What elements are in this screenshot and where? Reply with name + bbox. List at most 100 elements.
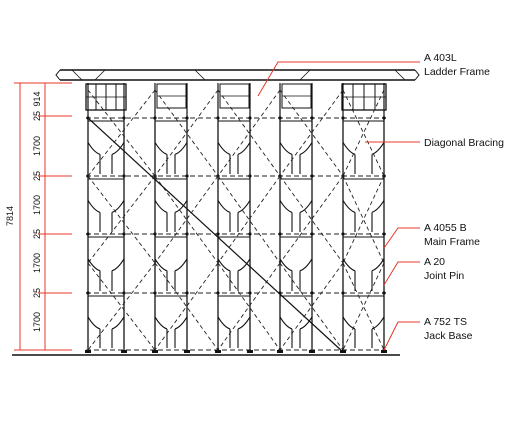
leader-jack-base [383, 321, 420, 351]
main-frame [154, 236, 188, 291]
jack-base [215, 350, 221, 353]
joint-pin [153, 232, 157, 236]
diagonal-bracing [217, 175, 281, 264]
diagonal-bracing [154, 89, 219, 177]
main-frame [279, 120, 313, 174]
joint-pin [153, 291, 157, 295]
joint-pin [122, 291, 126, 295]
diagonal-bracing [279, 89, 344, 177]
diagonal-bracing [342, 89, 385, 177]
diagonal-bracing [342, 175, 385, 264]
joint-pin [216, 291, 220, 295]
jack-base [381, 350, 387, 353]
callout-diagonal-bracing-name: Diagonal Bracing [424, 137, 504, 149]
main-frame [279, 178, 313, 232]
diagonal-bracing [279, 175, 344, 264]
main-frame [154, 120, 188, 174]
joint-pin [310, 291, 314, 295]
diagonal-bracing [342, 262, 385, 351]
joint-pin [382, 291, 386, 295]
main-frame [217, 236, 251, 291]
diagonal-bracing [217, 89, 281, 177]
main-frame [342, 236, 385, 291]
joint-pin [122, 232, 126, 236]
diagonal-bracing [279, 175, 344, 264]
dimension-chain: 7814 914 25 1700 25 1700 25 1700 25 1700 [5, 82, 72, 351]
diagonal-bracing [279, 262, 344, 351]
callout-main-frame-code: A 4055 B [424, 222, 467, 234]
main-frame [342, 295, 385, 348]
diagonal-bracing [279, 262, 344, 351]
dimension-label: 1700 [32, 253, 42, 273]
joint-pin [122, 116, 126, 120]
diagonal-bracing [279, 89, 344, 177]
joint-pin [122, 174, 126, 178]
callout-ladder-frame-name: Ladder Frame [424, 66, 490, 78]
dimension-label: 914 [32, 91, 42, 106]
top-platform [55, 69, 420, 81]
diagonal-bracing [217, 262, 281, 351]
joint-pin [86, 232, 90, 236]
dimension-label: 25 [32, 111, 42, 121]
callout-joint-pin-code: A 20 [424, 256, 445, 268]
diagonal-bracing [342, 175, 385, 264]
main-frame [87, 236, 125, 291]
joint-pin [310, 174, 314, 178]
main-frame [154, 295, 188, 348]
diagonal-bracing [154, 262, 219, 351]
main-frame [279, 236, 313, 291]
jack-base [184, 350, 190, 353]
dimension-label: 1700 [32, 195, 42, 215]
main-frame [217, 295, 251, 348]
joint-pin [310, 116, 314, 120]
callout-joint-pin-name: Joint Pin [424, 270, 464, 282]
jack-base [121, 350, 127, 353]
joint-pin [153, 116, 157, 120]
callout-ladder-frame-code: A 403L [424, 52, 457, 64]
dimension-label: 1700 [32, 312, 42, 332]
joint-pin [248, 116, 252, 120]
main-frame [87, 295, 125, 348]
diagonal-bracing [154, 89, 219, 177]
main-frame [87, 120, 125, 174]
jack-base [247, 350, 253, 353]
main-frame [342, 178, 385, 232]
joint-pin [382, 232, 386, 236]
main-frame [154, 178, 188, 232]
main-frame [87, 178, 125, 232]
main-frame [342, 120, 385, 174]
diagonal-bracing [154, 175, 219, 264]
joint-pin [341, 232, 345, 236]
joint-pin [310, 232, 314, 236]
joint-pin [185, 116, 189, 120]
scaffold-structure [85, 83, 387, 353]
jack-base [85, 350, 91, 353]
joint-pin [382, 116, 386, 120]
joint-pin [248, 291, 252, 295]
dimension-label: 25 [32, 229, 42, 239]
main-frame [217, 178, 251, 232]
diagonal-bracing [87, 175, 156, 264]
diagonal-bracing [217, 89, 281, 177]
callout-leaders [257, 61, 420, 351]
diagonal-brace-main [87, 117, 344, 353]
leader-main-frame [383, 227, 420, 249]
diagonal-bracing [154, 175, 219, 264]
joint-pin [341, 291, 345, 295]
diagonal-bracing [342, 89, 385, 177]
joint-pin [185, 232, 189, 236]
dimension-label: 1700 [32, 136, 42, 156]
leader-joint-pin [383, 261, 420, 286]
dimension-label: 25 [32, 288, 42, 298]
leader-ladder-frame [257, 61, 420, 97]
jack-base [309, 350, 315, 353]
total-height-label: 7814 [5, 206, 15, 226]
diagonal-bracing [342, 262, 385, 351]
main-frame [279, 295, 313, 348]
joint-pin [278, 232, 282, 236]
joint-pin [185, 174, 189, 178]
callout-labels: A 403L Ladder Frame Diagonal Bracing A 4… [424, 52, 504, 342]
callout-main-frame-name: Main Frame [424, 236, 480, 248]
diagonal-bracing [87, 262, 156, 351]
